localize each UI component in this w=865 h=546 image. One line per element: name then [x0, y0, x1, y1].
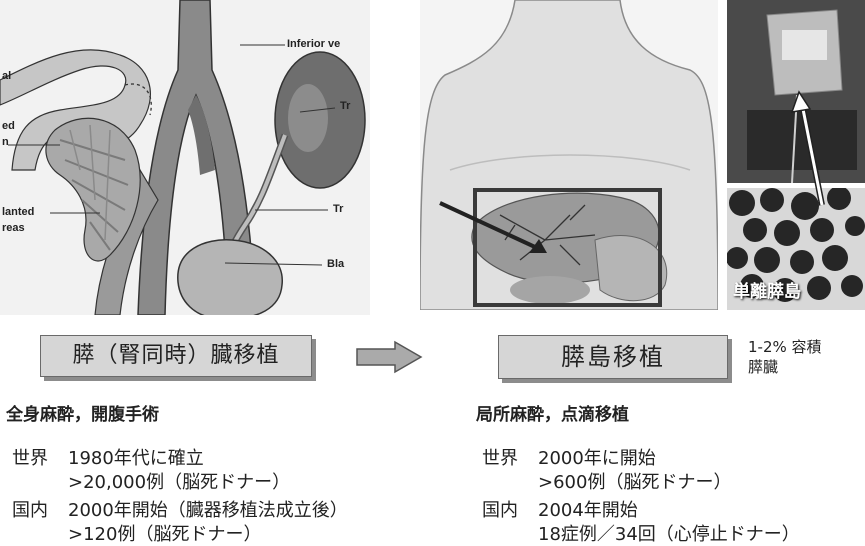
- right-japan-region: 国内: [482, 496, 518, 522]
- left-japan-region: 国内: [12, 496, 48, 522]
- right-japan-line2: 18症例／34回（心停止ドナー）: [538, 520, 800, 546]
- kidney-label: Tr: [340, 100, 350, 112]
- left-japan-line1: 2000年開始（臓器移植法成立後）: [68, 496, 348, 522]
- pancreas-label-a: lanted: [2, 206, 34, 218]
- islet-to-bag-arrow: [790, 90, 840, 210]
- left-world-region: 世界: [12, 444, 48, 470]
- right-world-region: 世界: [482, 444, 518, 470]
- pancreas-label-b: reas: [2, 222, 25, 234]
- duodenum-label-b: n: [2, 136, 9, 148]
- ureter-label: Tr: [333, 203, 343, 215]
- duodenum-label-a: ed: [2, 120, 15, 132]
- right-japan-line1: 2004年開始: [538, 496, 638, 522]
- islet-transplant-title-box: 膵島移植: [498, 335, 728, 379]
- left-method: 全身麻酔，開腹手術: [6, 400, 159, 425]
- bladder-label: Bla: [327, 258, 344, 270]
- infusion-arrow: [435, 195, 555, 265]
- right-method: 局所麻酔，点滴移植: [476, 400, 629, 425]
- duodenum-label: al: [2, 70, 11, 82]
- pancreas-transplant-title-box: 膵（腎同時）臓移植: [40, 335, 312, 377]
- right-world-line2: >600例（脳死ドナー）: [538, 468, 731, 494]
- isolated-islets-label: 単離膵島: [733, 277, 801, 302]
- inferior-vena-label: Inferior ve: [287, 38, 340, 50]
- islet-transplant-title: 膵島移植: [499, 336, 727, 378]
- left-japan-line2: >120例（脳死ドナー）: [68, 520, 261, 546]
- volume-note-line2: 膵臓: [748, 356, 778, 377]
- right-world-line1: 2000年に開始: [538, 444, 656, 470]
- pancreas-transplant-title: 膵（腎同時）臓移植: [41, 336, 311, 376]
- transition-arrow: [355, 340, 425, 374]
- volume-note-line1: 1-2% 容積: [748, 336, 822, 357]
- pancreas-kidney-transplant-illustration: Inferior ve Tr Tr Bla al ed n lanted rea…: [0, 0, 370, 315]
- left-world-line2: >20,000例（脳死ドナー）: [68, 468, 290, 494]
- left-world-line1: 1980年代に確立: [68, 444, 204, 470]
